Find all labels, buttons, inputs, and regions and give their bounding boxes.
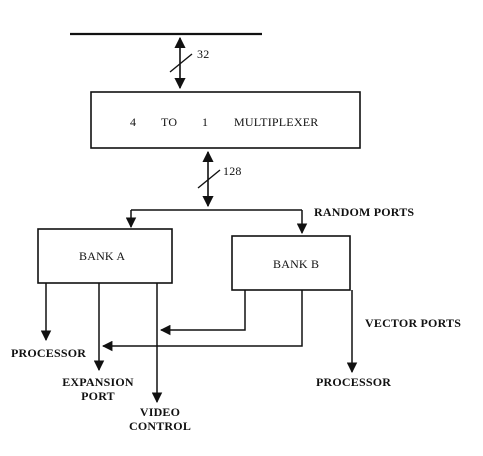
expansion-port-label: EXPANSION PORT [58, 375, 138, 403]
mux-label-multiplexer: MULTIPLEXER [234, 115, 319, 129]
bank-a-box [37, 228, 173, 284]
bus-128-label: 128 [223, 164, 242, 178]
processor-right-label: PROCESSOR [316, 375, 392, 389]
mux-label-1: 1 [202, 115, 209, 129]
expansion-line1: EXPANSION [62, 375, 134, 389]
bank-b-box [231, 235, 351, 291]
processor-left-label: PROCESSOR [11, 346, 87, 360]
video-line2: CONTROL [128, 419, 192, 433]
bank-a-label: BANK A [79, 249, 126, 263]
expansion-line2: PORT [81, 389, 115, 403]
bank-b-to-video-path [159, 290, 246, 336]
video-line1: VIDEO [139, 405, 181, 419]
multiplexer-box [90, 91, 361, 149]
bus-128-slash [197, 169, 221, 189]
mux-label-4: 4 [130, 115, 137, 129]
vector-ports-label: VECTOR PORTS [365, 316, 462, 330]
bus-32-label: 32 [197, 47, 210, 61]
bank-b-label: BANK B [273, 257, 320, 271]
mux-label-to: TO [161, 115, 178, 129]
bank-b-to-expansion-path [101, 290, 303, 352]
video-control-label: VIDEO CONTROL [120, 405, 200, 433]
bus-32-slash [169, 53, 193, 73]
random-ports-label: RANDOM PORTS [314, 205, 415, 219]
